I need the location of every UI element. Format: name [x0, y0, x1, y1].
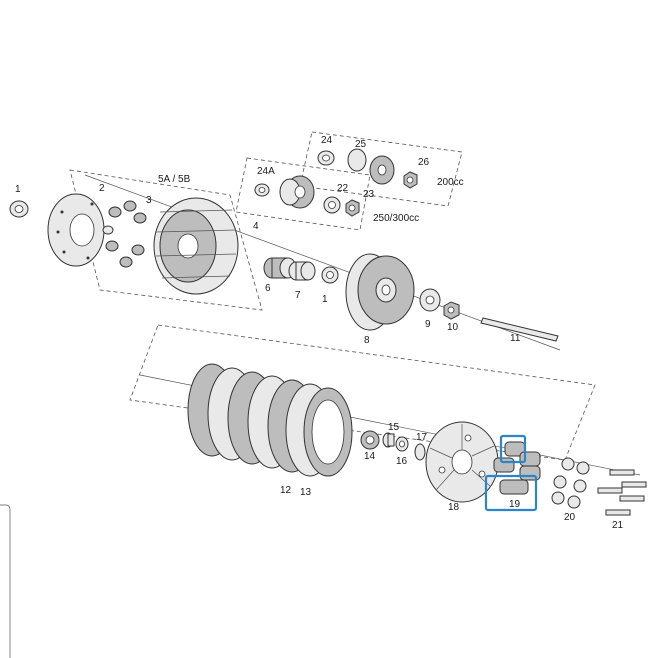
part-piece-15 [382, 432, 395, 448]
callout-22: 22 [337, 183, 349, 194]
highlight-box-lower [484, 474, 538, 512]
highlight-box-upper [499, 434, 527, 464]
assembly-axis-upper [84, 174, 561, 351]
part-clutch-plates-12-13 [187, 363, 353, 477]
callout-7: 7 [295, 290, 301, 301]
callout-26: 26 [418, 157, 430, 168]
part-lock-washer-9 [419, 288, 441, 312]
callout-3: 3 [146, 195, 152, 206]
callout-25: 25 [355, 139, 367, 150]
callout-19: 19 [509, 499, 521, 510]
callout-21: 21 [612, 520, 624, 531]
callout-15: 15 [388, 422, 400, 433]
part-gear-24a [254, 175, 315, 209]
part-sleeve-7 [288, 261, 316, 281]
callout-9: 9 [425, 319, 431, 330]
part-disc-2 [47, 193, 105, 267]
part-ring-17 [414, 443, 426, 461]
part-bolts-21 [597, 469, 647, 516]
part-pressure-plate-18 [425, 421, 499, 503]
callout-14: 14 [364, 451, 376, 462]
part-nut-10 [443, 301, 460, 320]
callout-20: 20 [564, 512, 576, 523]
part-nut-23 [345, 199, 360, 217]
frame-200cc [299, 131, 463, 207]
callout-4: 4 [253, 221, 259, 232]
callout-17: 17 [416, 432, 428, 443]
part-bushings-3 [102, 200, 147, 268]
callout-16: 16 [396, 456, 408, 467]
part-nut-26 [403, 171, 418, 189]
callout-2: 2 [99, 183, 105, 194]
part-washer-16 [395, 436, 409, 452]
callout-23: 23 [363, 189, 375, 200]
callout-12: 12 [280, 485, 292, 496]
callout-18: 18 [448, 502, 460, 513]
part-washer-1 [9, 200, 29, 218]
callout-5a-5b: 5A / 5B [158, 174, 191, 185]
part-gear-25 [347, 148, 395, 185]
part-washer-22 [323, 196, 341, 214]
callout-11: 11 [510, 333, 521, 344]
label-200cc: 200cc [437, 177, 464, 188]
callout-1-second: 1 [322, 294, 328, 305]
callout-13: 13 [300, 487, 312, 498]
part-bearing-14 [360, 430, 380, 450]
callout-1: 1 [15, 184, 21, 195]
part-pushrod-11 [480, 317, 559, 342]
label-250-300cc: 250/300cc [373, 213, 419, 224]
callout-24: 24 [321, 135, 333, 146]
callout-6: 6 [265, 283, 271, 294]
part-clutch-basket-4 [153, 197, 239, 295]
part-washer-1b [321, 266, 339, 284]
callout-24a: 24A [257, 166, 275, 177]
callout-10: 10 [447, 322, 459, 333]
part-washers-20 [551, 457, 590, 509]
part-inner-hub-8 [345, 253, 415, 331]
part-washer-24 [317, 150, 335, 166]
callout-8: 8 [364, 335, 370, 346]
frame-250-300cc [235, 157, 371, 231]
edge-fragment [0, 504, 11, 658]
